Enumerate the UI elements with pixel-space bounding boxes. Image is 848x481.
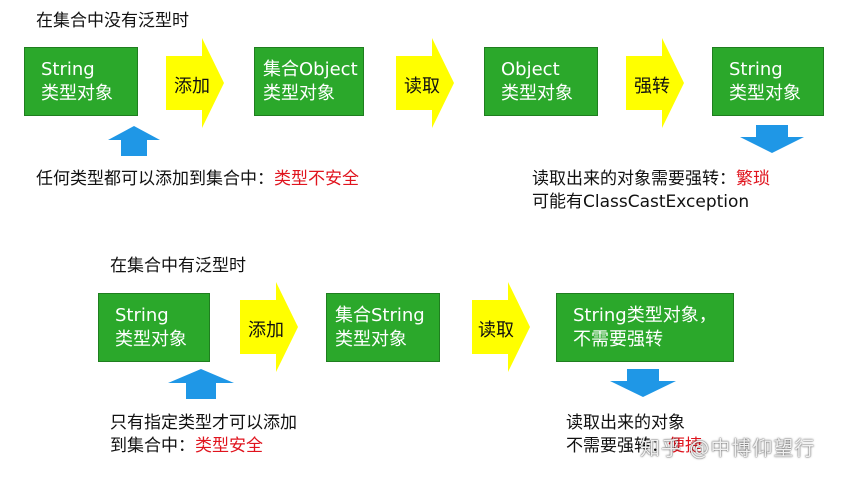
box-line2: 类型对象 <box>729 83 801 104</box>
s1-read-chevron <box>396 38 454 128</box>
s1-cast-chevron <box>626 38 684 128</box>
s1-string-result-box: String 类型对象 <box>712 47 824 116</box>
s1-note-left: 任何类型都可以添加到集合中：类型不安全 <box>36 168 359 191</box>
s1-collection-object-box: 集合Object 类型对象 <box>254 47 364 116</box>
s2-string-result-box: String类型对象， 不需要强转 <box>556 293 734 362</box>
box-line1: Object <box>501 59 560 80</box>
s2-add-label: 添加 <box>248 320 284 341</box>
box-line1: String <box>41 59 95 80</box>
s2-string-object-box: String 类型对象 <box>98 293 210 362</box>
s1-note-right: 读取出来的对象需要强转：繁琐 可能有ClassCastException <box>532 168 770 214</box>
s2-note-left: 只有指定类型才可以添加 到集合中：类型安全 <box>110 412 297 458</box>
note-line1: 只有指定类型才可以添加 <box>110 413 297 433</box>
section2-title: 在集合中有泛型时 <box>110 256 246 276</box>
box-line2: 类型对象 <box>115 329 187 350</box>
s2-down-arrow-icon <box>610 369 676 397</box>
box-line1: String类型对象， <box>573 305 717 326</box>
s2-note-right: 读取出来的对象 不需要强转：便捷 <box>566 412 702 458</box>
note-highlight: 类型不安全 <box>274 169 359 189</box>
box-line2: 类型对象 <box>501 83 573 104</box>
s1-add-chevron <box>166 38 224 128</box>
box-line1: 集合String <box>335 305 425 326</box>
s1-add-label: 添加 <box>174 76 210 97</box>
box-line1: String <box>729 59 783 80</box>
section1-title: 在集合中没有泛型时 <box>36 11 189 31</box>
note-line2: 到集合中： <box>110 436 195 456</box>
note-highlight: 繁琐 <box>736 169 770 189</box>
s2-up-arrow-icon <box>168 369 234 399</box>
note-line1: 读取出来的对象需要强转： <box>532 169 736 189</box>
s1-string-object-box: String 类型对象 <box>24 47 138 116</box>
note-highlight: 便捷 <box>668 436 702 456</box>
note-line1: 读取出来的对象 <box>566 413 685 433</box>
watermark: 知乎 @中博仰望行 <box>640 436 816 460</box>
s1-down-arrow-icon <box>740 125 804 153</box>
s2-collection-string-box: 集合String 类型对象 <box>326 293 440 362</box>
box-line2: 类型对象 <box>41 83 113 104</box>
s1-object-box: Object 类型对象 <box>484 47 598 116</box>
s1-cast-label: 强转 <box>634 76 670 97</box>
s2-read-chevron <box>472 282 530 372</box>
box-line2: 类型对象 <box>263 83 335 104</box>
box-line2: 类型对象 <box>335 329 407 350</box>
note-text: 任何类型都可以添加到集合中： <box>36 169 274 189</box>
s1-read-label: 读取 <box>404 76 440 97</box>
box-line1: 集合Object <box>263 59 358 80</box>
box-line1: String <box>115 305 169 326</box>
note-line2: 不需要强转： <box>566 436 668 456</box>
s2-add-chevron <box>240 282 298 372</box>
s1-up-arrow-icon <box>108 126 160 156</box>
note-line2: 可能有ClassCastException <box>532 192 750 212</box>
s2-read-label: 读取 <box>478 320 514 341</box>
box-line2: 不需要强转 <box>573 329 663 350</box>
note-highlight: 类型安全 <box>195 436 263 456</box>
